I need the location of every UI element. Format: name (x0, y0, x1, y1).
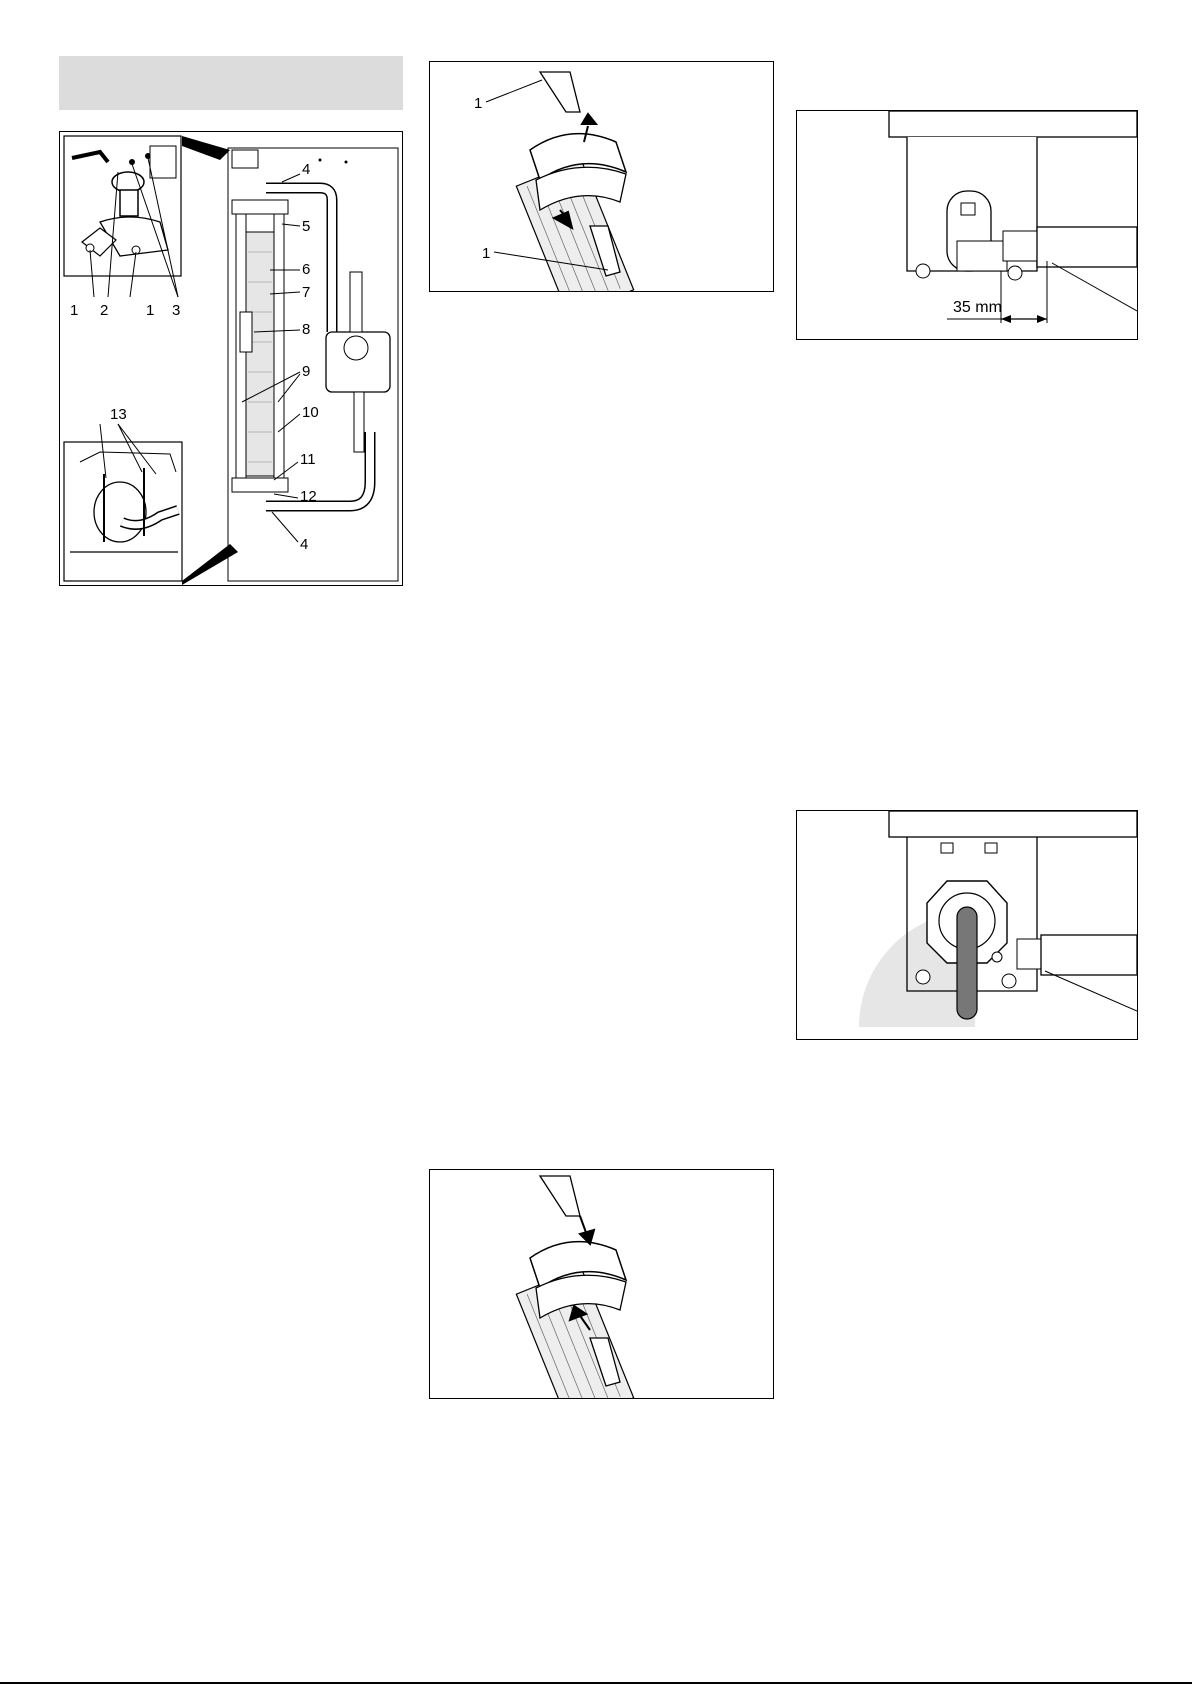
figure-pump-lever (796, 810, 1138, 1040)
clip-removal-drawing: 1 1 (430, 62, 773, 291)
callout-7: 7 (302, 284, 310, 301)
figure-pump-distance: 35 mm (796, 110, 1138, 340)
page-bottom-rule (0, 1682, 1192, 1684)
section-header-block (59, 56, 403, 110)
callout-2: 2 (100, 302, 108, 319)
callout-11: 11 (300, 451, 316, 468)
pump-lever-drawing (797, 811, 1137, 1039)
callout-9: 9 (302, 363, 310, 380)
figure-clip-removal: 1 1 (429, 61, 774, 292)
callout-6: 6 (302, 261, 310, 278)
callout-13: 13 (110, 406, 127, 423)
callout-12: 12 (300, 488, 317, 505)
figure-filter-assembly: 1 2 1 3 13 (59, 131, 403, 586)
callout-4: 4 (302, 161, 310, 178)
callout-1: 1 (146, 302, 154, 319)
callout-8: 8 (302, 321, 310, 338)
callout-3: 3 (172, 302, 180, 319)
clip-insertion-drawing (430, 1170, 773, 1398)
callout-4: 4 (300, 536, 308, 553)
callout-5: 5 (302, 218, 310, 235)
callout-1: 1 (70, 302, 78, 319)
figure-clip-insertion (429, 1169, 774, 1399)
callout-10: 10 (302, 404, 319, 421)
pump-distance-drawing: 35 mm (797, 111, 1137, 339)
callout-1: 1 (482, 245, 490, 262)
filter-assembly-drawing: 1 2 1 3 13 (60, 132, 402, 585)
dimension-label: 35 mm (953, 299, 1002, 316)
callout-1: 1 (474, 95, 482, 112)
